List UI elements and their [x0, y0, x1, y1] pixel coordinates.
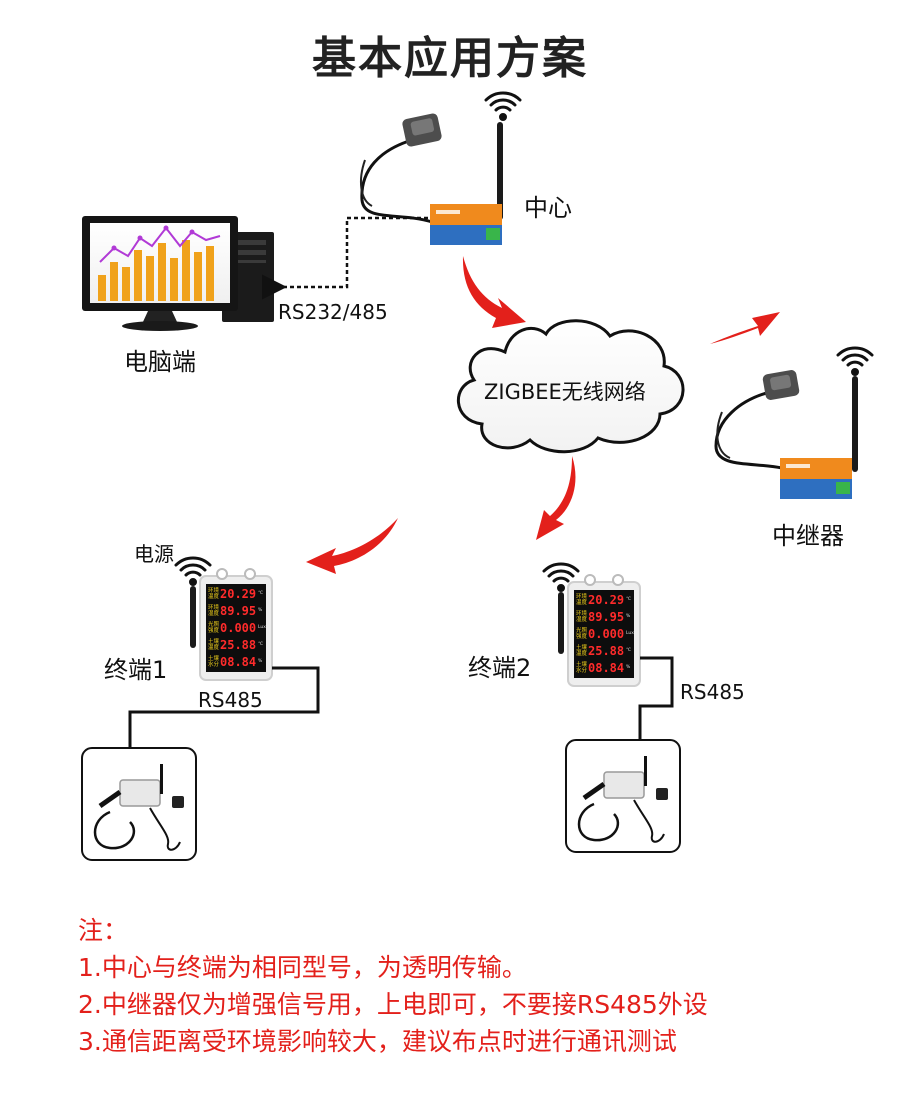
display-row-label: 土壤 — [208, 654, 220, 662]
pc-link-label: RS232/485 — [278, 300, 388, 324]
device-top — [430, 204, 502, 226]
display-unit: ℃ — [626, 596, 631, 602]
notes-header: 注： — [78, 916, 129, 945]
display-value: 20.29 — [588, 593, 624, 607]
led-display — [574, 590, 634, 678]
antenna — [852, 376, 858, 472]
terminal1-device — [190, 568, 273, 681]
display-row-label: 湿度 — [208, 609, 220, 617]
display-value: 0.000 — [220, 621, 256, 635]
display-row-label: 环境 — [208, 586, 220, 594]
display-row-label: 光照 — [576, 626, 588, 634]
display-unit: ℃ — [258, 590, 263, 596]
display-row-label: 光照 — [208, 620, 220, 628]
rs485-wire-1 — [128, 666, 320, 748]
notes-section: 注： 1.中心与终端为相同型号，为透明传输。 2.中继器仅为增强信号用，上电即可… — [78, 912, 708, 1060]
wifi-icon — [836, 346, 874, 376]
display-row-label: 强度 — [576, 632, 588, 640]
rs485-wire-2 — [638, 656, 674, 740]
display-value: 25.88 — [220, 638, 256, 652]
display-unit: % — [258, 658, 263, 664]
rs485-label-1: RS485 — [198, 688, 263, 712]
network-label: ZIGBEE无线网络 — [484, 380, 646, 404]
arrow-cloud-to-repeater — [710, 312, 780, 344]
display-value: 08.84 — [220, 655, 256, 669]
display-row-label: 土壤 — [576, 660, 588, 668]
display-value: 25.88 — [588, 644, 624, 658]
display-unit: % — [258, 607, 263, 613]
arrow-to-terminal1 — [306, 518, 398, 574]
sensor-box-1 — [81, 747, 197, 861]
device-bottom — [430, 225, 502, 245]
display-row-label: 环境 — [208, 603, 220, 611]
signal-arrows — [306, 256, 780, 574]
terminal1-label: 终端1 — [104, 656, 168, 684]
sensor-box-2 — [565, 739, 681, 853]
display-unit: % — [626, 664, 631, 670]
note-line-1: 1.中心与终端为相同型号，为透明传输。 — [78, 953, 527, 982]
display-row-label: 湿度 — [576, 615, 588, 623]
arrow-center-to-cloud — [462, 256, 526, 328]
display-unit: % — [626, 613, 631, 619]
display-value: 89.95 — [588, 610, 624, 624]
display-row-label: 温度 — [208, 643, 220, 651]
page-title: 基本应用方案 — [312, 33, 588, 84]
pc-label: 电脑端 — [124, 348, 196, 376]
led-display — [206, 584, 266, 672]
center-device — [359, 113, 503, 245]
rs485-label-2: RS485 — [680, 680, 745, 704]
display-row-label: 水分 — [208, 660, 220, 668]
zigbee-cloud — [457, 319, 685, 454]
power-label: 电源 — [134, 542, 174, 566]
wifi-icon — [174, 556, 212, 586]
wifi-icon — [484, 91, 522, 121]
note-line-3: 3.通信距离受环境影响较大，建议布点时进行通讯测试 — [78, 1027, 677, 1056]
display-row-label: 温度 — [576, 598, 588, 606]
wifi-icon — [542, 562, 580, 592]
display-value: 0.000 — [588, 627, 624, 641]
arrow-cloud-to-terminal2 — [536, 456, 576, 540]
display-value: 89.95 — [220, 604, 256, 618]
repeater-device — [714, 370, 858, 499]
display-value: 20.29 — [220, 587, 256, 601]
monitor-chart-icon — [98, 225, 221, 301]
display-row-label: 土壤 — [208, 637, 220, 645]
antenna — [190, 586, 196, 648]
display-row-label: 环境 — [576, 609, 588, 617]
display-row-label: 环境 — [576, 592, 588, 600]
display-row-label: 土壤 — [576, 643, 588, 651]
antenna — [558, 592, 564, 654]
display-row-label: 水分 — [576, 666, 588, 674]
display-value: 08.84 — [588, 661, 624, 675]
note-line-2: 2.中继器仅为增强信号用，上电即可，不要接RS485外设 — [78, 990, 708, 1019]
pc-link-line — [262, 216, 435, 300]
display-unit: Lux — [626, 630, 634, 636]
display-unit: Lux — [258, 624, 266, 630]
display-row-label: 强度 — [208, 626, 220, 634]
repeater-label: 中继器 — [772, 522, 844, 550]
pc-computer — [82, 216, 274, 331]
display-row-label: 温度 — [576, 649, 588, 657]
display-row-label: 温度 — [208, 592, 220, 600]
display-unit: ℃ — [626, 647, 631, 653]
terminal2-device — [558, 574, 641, 687]
center-label: 中心 — [524, 194, 572, 222]
antenna — [497, 122, 503, 220]
terminal2-label: 终端2 — [468, 654, 532, 682]
display-unit: ℃ — [258, 641, 263, 647]
